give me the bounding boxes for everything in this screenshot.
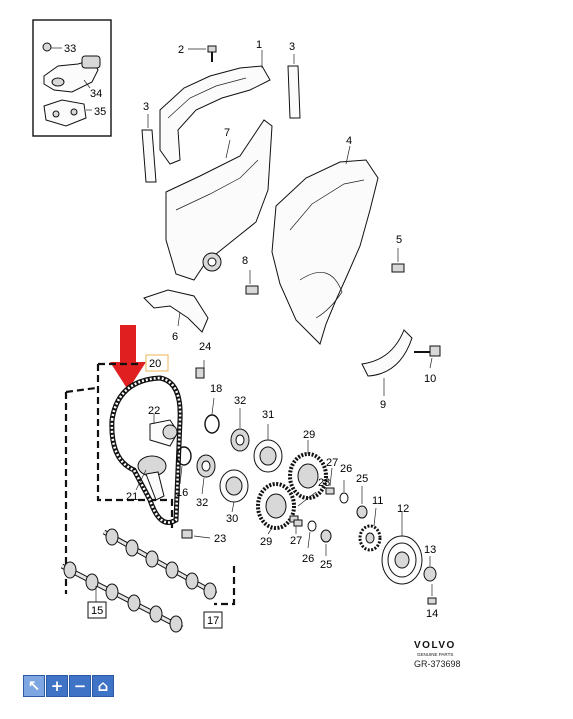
crank-gear-11: 11: [358, 495, 383, 552]
seal-32-lower: 32: [196, 454, 216, 509]
highlight-arrow: [110, 325, 146, 390]
label-9[interactable]: 9: [380, 399, 386, 411]
label-32-upper[interactable]: 32: [234, 395, 246, 407]
label-18[interactable]: 18: [210, 383, 222, 395]
washer-18: 18: [204, 383, 222, 434]
washer-16: 16: [176, 446, 192, 499]
bolt-10: 10: [414, 345, 441, 385]
bolt-24: 24: [195, 341, 211, 379]
label-12[interactable]: 12: [397, 503, 409, 515]
bolt-8: 8: [242, 255, 259, 295]
camshaft-17: 17: [102, 528, 223, 629]
idler-22: 22: [148, 405, 179, 447]
upper-timing-cover-1: 1: [159, 39, 271, 165]
washer-13: 13: [423, 544, 437, 582]
label-35[interactable]: 35: [94, 106, 106, 118]
label-15[interactable]: 15: [91, 605, 103, 617]
camshaft-15: 15: [60, 561, 184, 633]
zoom-out-icon: −: [73, 677, 87, 695]
label-2[interactable]: 2: [178, 44, 184, 56]
label-32-lower[interactable]: 32: [196, 497, 208, 509]
label-11[interactable]: 11: [372, 495, 383, 507]
label-25-upper[interactable]: 25: [356, 473, 368, 485]
label-10[interactable]: 10: [424, 373, 436, 385]
label-25-lower[interactable]: 25: [320, 559, 332, 571]
pointer-button[interactable]: ↖: [23, 675, 45, 697]
seal-32-upper: 32: [230, 395, 250, 452]
label-27-upper[interactable]: 27: [326, 457, 338, 469]
label-23[interactable]: 23: [214, 533, 226, 545]
label-26-upper[interactable]: 26: [340, 463, 352, 475]
label-24[interactable]: 24: [199, 341, 211, 353]
label-27-lower[interactable]: 27: [290, 535, 302, 547]
cam-gear-29-upper: 29: [288, 429, 328, 500]
actuator-34-icon: [43, 55, 101, 93]
zoom-in-icon: +: [50, 677, 64, 695]
inset-box: 33 34 35: [32, 19, 112, 137]
label-3-left[interactable]: 3: [143, 101, 149, 113]
clip-3-left: 3: [141, 101, 157, 183]
label-20[interactable]: 20: [149, 358, 161, 370]
brand-tagline: GENUINE PARTS: [417, 652, 453, 657]
home-icon: ⌂: [97, 677, 109, 695]
label-8[interactable]: 8: [242, 255, 248, 267]
label-26-lower[interactable]: 26: [302, 553, 314, 565]
label-21[interactable]: 21: [126, 491, 138, 503]
label-33[interactable]: 33: [64, 43, 76, 55]
inner-timing-cover-7: 7: [165, 119, 273, 281]
bolt-33-icon: [42, 42, 62, 52]
belt-group-20: 20: [96, 354, 174, 530]
label-29-upper[interactable]: 29: [303, 429, 315, 441]
brand-name: VOLVO: [414, 640, 456, 651]
bolt-2: 2: [178, 44, 217, 62]
bracket-6: 6: [143, 289, 209, 343]
viewer-toolbar: ↖ + − ⌂: [23, 675, 114, 697]
label-13[interactable]: 13: [424, 544, 436, 556]
vvt-unit-30: 30: [219, 469, 249, 525]
label-34[interactable]: 34: [90, 88, 102, 100]
label-4[interactable]: 4: [346, 135, 352, 147]
label-5[interactable]: 5: [396, 234, 402, 246]
camshaft-bracket-lines: [64, 386, 236, 606]
zoom-in-button[interactable]: +: [46, 675, 68, 697]
home-button[interactable]: ⌂: [92, 675, 114, 697]
label-22[interactable]: 22: [148, 405, 160, 417]
clip-3-right: 3: [287, 41, 301, 119]
label-17[interactable]: 17: [207, 615, 219, 627]
label-14[interactable]: 14: [426, 608, 438, 620]
label-30[interactable]: 30: [226, 513, 238, 525]
diagram-reference: GR-373698: [414, 659, 461, 669]
upper-fasteners: 27 26 25 28: [289, 457, 368, 523]
pointer-icon: ↖: [27, 677, 41, 695]
vvt-unit-31: 31: [253, 409, 283, 473]
label-7[interactable]: 7: [224, 127, 230, 139]
bolt-5: 5: [391, 234, 405, 273]
label-28[interactable]: 28: [318, 477, 330, 489]
label-16[interactable]: 16: [176, 487, 188, 499]
bolt-23: 23: [181, 529, 226, 545]
lower-guide-9: 9: [361, 329, 413, 411]
volvo-logo: VOLVO GENUINE PARTS: [414, 640, 456, 657]
outer-timing-cover-4: 4: [271, 135, 379, 345]
label-6[interactable]: 6: [172, 331, 178, 343]
lower-fasteners: 27 26 25: [290, 519, 332, 571]
label-31[interactable]: 31: [262, 409, 274, 421]
zoom-out-button[interactable]: −: [69, 675, 91, 697]
tensioner-21: 21: [126, 455, 167, 503]
timing-belt: [109, 375, 183, 525]
label-3-right[interactable]: 3: [289, 41, 295, 53]
label-29-lower[interactable]: 29: [260, 536, 272, 548]
label-1[interactable]: 1: [256, 39, 262, 51]
crank-pulley-12: 12: [381, 503, 423, 585]
bolt-14: 14: [426, 584, 438, 620]
gasket-35-icon: [43, 99, 92, 127]
cam-gear-29-lower: 29: [256, 482, 296, 548]
